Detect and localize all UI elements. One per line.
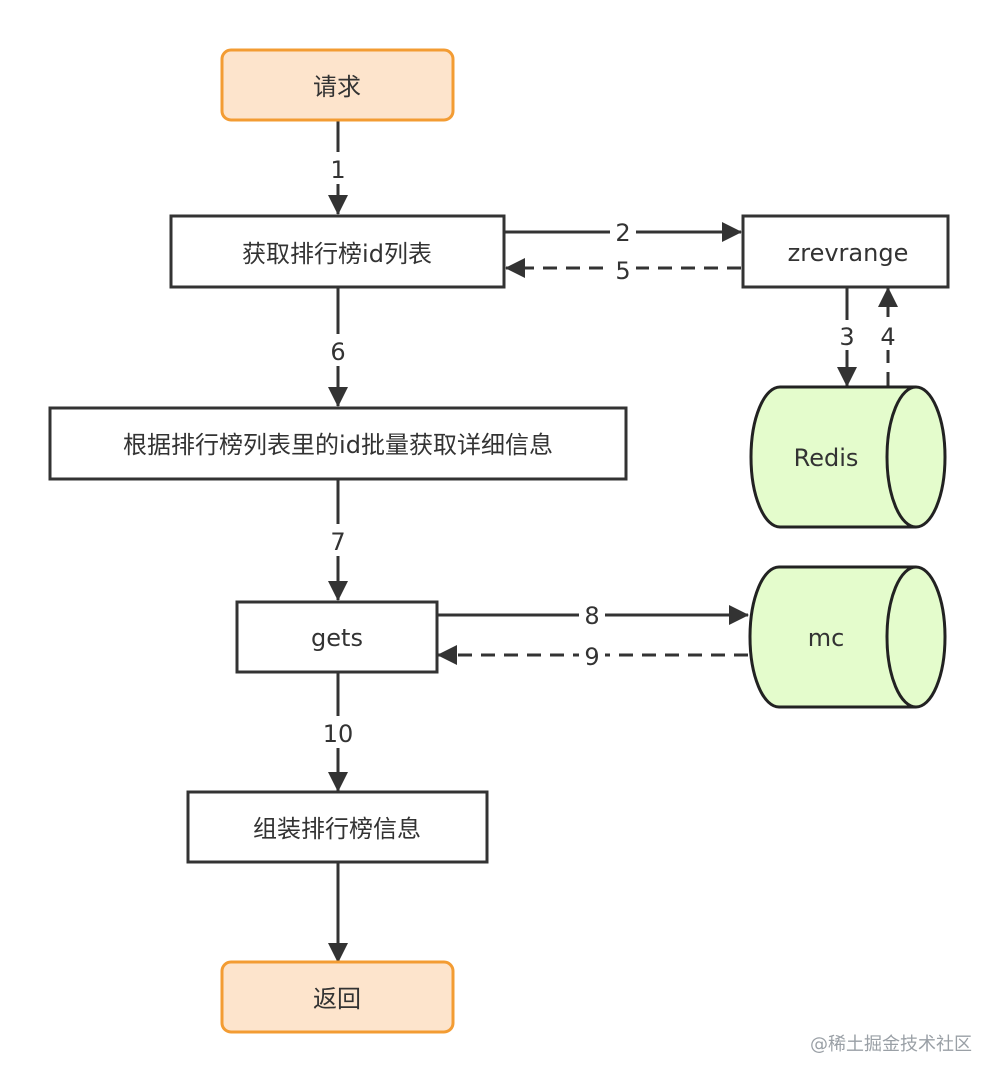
- edge-label-3: 3: [839, 323, 854, 351]
- edge-1: 1: [326, 120, 350, 215]
- edge-label-2: 2: [615, 219, 630, 247]
- node-gets-label: gets: [311, 624, 363, 652]
- edge-label-1: 1: [330, 156, 345, 184]
- node-return[interactable]: 返回: [220, 960, 455, 1034]
- edge-label-10: 10: [323, 720, 354, 748]
- node-fetch-ids-label: 获取排行榜id列表: [242, 240, 432, 268]
- node-request[interactable]: 请求: [220, 48, 455, 122]
- node-fetch-ids[interactable]: 获取排行榜id列表: [169, 214, 506, 289]
- node-request-label: 请求: [313, 73, 361, 101]
- edge-4: 4: [875, 287, 901, 386]
- node-mc[interactable]: mc: [748, 565, 947, 709]
- node-return-label: 返回: [313, 985, 361, 1013]
- edge-label-6: 6: [330, 338, 345, 366]
- node-assemble-label: 组装排行榜信息: [253, 815, 421, 843]
- edge-3: 3: [834, 287, 860, 387]
- node-zrevrange[interactable]: zrevrange: [741, 214, 950, 289]
- edge-10: 10: [318, 672, 358, 792]
- edge-label-9: 9: [584, 643, 599, 671]
- watermark-text: @稀土掘金技术社区: [810, 1034, 972, 1055]
- node-batch-fetch-label: 根据排行榜列表里的id批量获取详细信息: [123, 431, 553, 459]
- edge-7: 7: [325, 479, 351, 601]
- node-zrevrange-label: zrevrange: [788, 239, 909, 267]
- edge-2: 2: [505, 218, 742, 247]
- node-batch-fetch[interactable]: 根据排行榜列表里的id批量获取详细信息: [48, 406, 628, 481]
- edge-6: 6: [325, 287, 351, 407]
- edge-label-5: 5: [615, 257, 630, 285]
- node-assemble[interactable]: 组装排行榜信息: [186, 790, 489, 864]
- edge-5: 5: [505, 256, 741, 285]
- node-gets[interactable]: gets: [235, 600, 439, 674]
- edge-label-8: 8: [584, 602, 599, 630]
- node-mc-label: mc: [808, 624, 845, 652]
- node-redis[interactable]: Redis: [749, 385, 947, 529]
- edge-label-7: 7: [330, 528, 345, 556]
- edge-9: 9: [437, 642, 748, 671]
- edge-8: 8: [437, 601, 749, 630]
- node-redis-label: Redis: [794, 444, 859, 472]
- edge-label-4: 4: [880, 323, 895, 351]
